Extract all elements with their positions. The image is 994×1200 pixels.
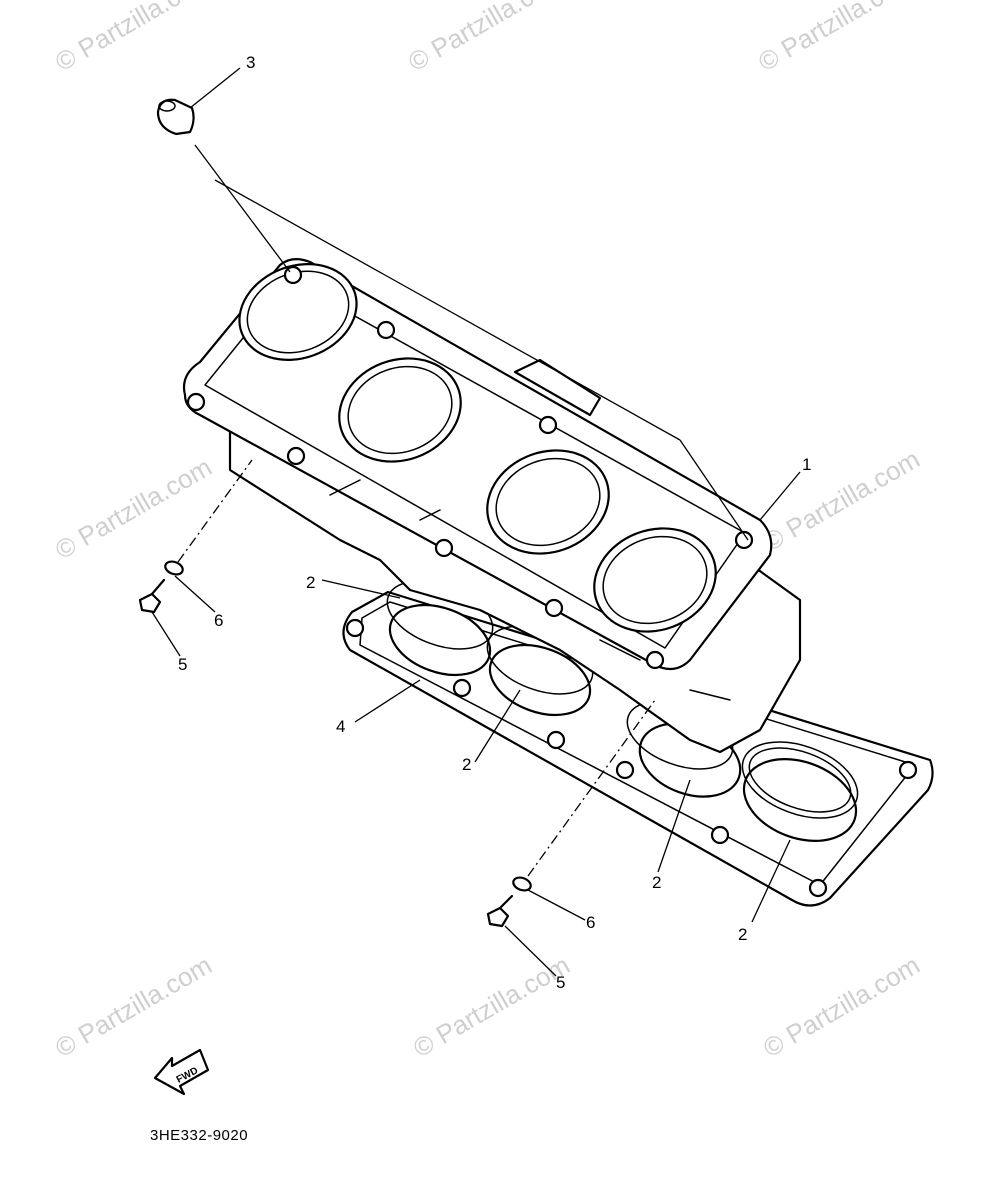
callout-4: 4 bbox=[336, 717, 345, 736]
callout-2: 2 bbox=[462, 755, 471, 774]
callout-3: 3 bbox=[246, 53, 255, 72]
hardware bbox=[138, 560, 532, 928]
callout-2: 2 bbox=[738, 925, 747, 944]
callout-5: 5 bbox=[178, 655, 187, 674]
watermark: © Partzilla.com bbox=[50, 950, 217, 1064]
watermark: © Partzilla.com bbox=[50, 452, 217, 566]
callout-1: 1 bbox=[802, 455, 811, 474]
callouts: 1 2 2 2 2 3 4 5 5 6 6 bbox=[178, 53, 811, 992]
callout-6: 6 bbox=[586, 913, 595, 932]
callout-6: 6 bbox=[214, 611, 223, 630]
watermark: © Partzilla.com bbox=[758, 444, 925, 558]
leader-lines bbox=[151, 67, 801, 977]
callout-2: 2 bbox=[306, 573, 315, 592]
cylinder-block bbox=[182, 258, 802, 754]
callout-5: 5 bbox=[556, 973, 565, 992]
watermark: © Partzilla.com bbox=[50, 0, 217, 77]
callout-2: 2 bbox=[652, 873, 661, 892]
watermark: © Partzilla.com bbox=[408, 950, 575, 1064]
dowel-pin bbox=[156, 98, 195, 136]
fwd-arrow-icon: FWD bbox=[153, 1048, 210, 1096]
watermark: © Partzilla.com bbox=[758, 950, 925, 1064]
watermark: © Partzilla.com bbox=[403, 0, 570, 77]
part-code: 3HE332-9020 bbox=[150, 1127, 249, 1144]
base-gasket bbox=[342, 590, 934, 907]
watermark: © Partzilla.com bbox=[753, 0, 920, 77]
